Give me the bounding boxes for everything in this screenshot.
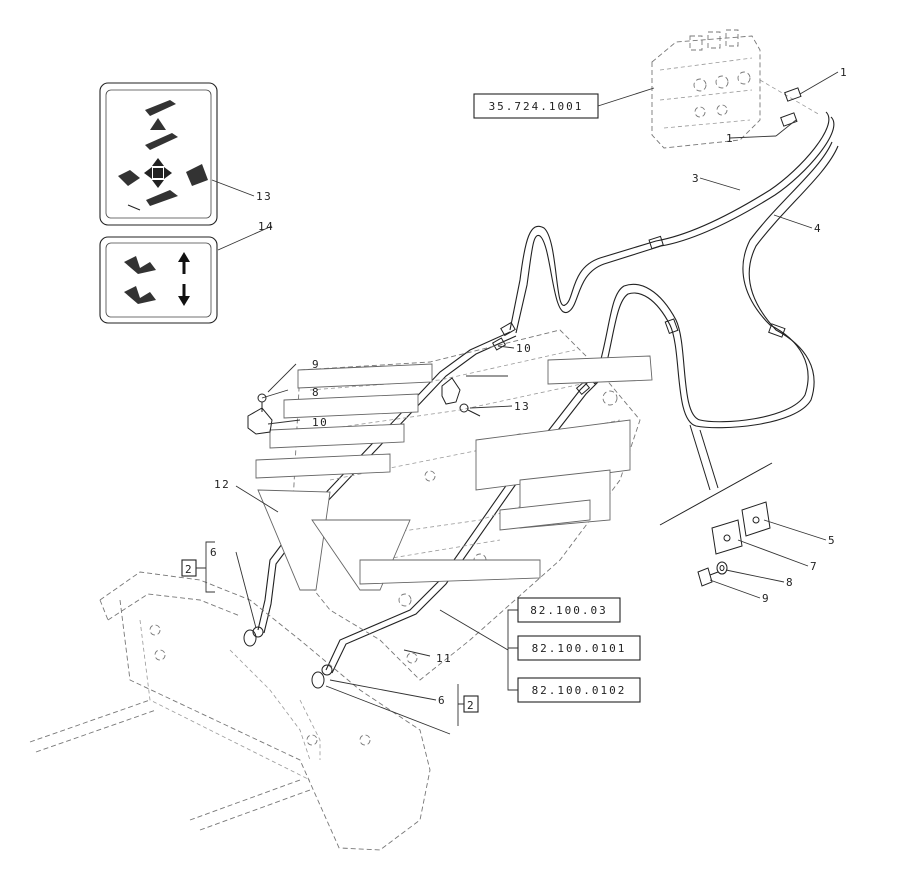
callout-6-right: 6: [438, 694, 446, 707]
callout-14: 14: [258, 220, 274, 233]
callout-8-right: 8: [786, 576, 794, 589]
reference-box-c[interactable]: 82.100.0102: [517, 677, 641, 703]
quick-coupler-right: [311, 664, 333, 689]
reference-b-text: 82.100.0101: [532, 642, 627, 655]
clamp-plate-7: [711, 519, 743, 555]
clamp-plate-5: [741, 501, 771, 537]
callout-8-left: 8: [312, 386, 320, 399]
hose-3: [509, 111, 835, 334]
callout-9-left: 9: [312, 358, 320, 371]
washer-8: [716, 561, 728, 575]
callout-1-upper: 1: [840, 66, 848, 79]
clamp-bracket-right: [441, 377, 481, 417]
callout-1-lower: 1: [726, 132, 734, 145]
reference-bracket: [439, 609, 518, 691]
callout-11: 11: [436, 652, 452, 665]
callout-13-decal: 13: [256, 190, 272, 203]
callout-7: 7: [810, 560, 818, 573]
callout-12: 12: [214, 478, 230, 491]
callout-10-lower: 10: [312, 416, 328, 429]
bucket-outline: [29, 571, 431, 851]
callout-9-right: 9: [762, 592, 770, 605]
fitting-1-upper: [784, 87, 802, 102]
callout-box-2-right[interactable]: 2: [463, 695, 479, 713]
clip-panels: [255, 355, 653, 591]
callout-5: 5: [828, 534, 836, 547]
bracket-2-right: [457, 684, 464, 726]
callout-3: 3: [692, 172, 700, 185]
decal-13-icon: [99, 82, 218, 226]
reference-c-text: 82.100.0102: [532, 684, 627, 697]
section-break-line: [659, 424, 773, 526]
valve-reference-text: 35.724.1001: [489, 100, 584, 113]
decal-14-icon: [99, 236, 218, 324]
hose-4: [597, 141, 839, 429]
valve-reference-box[interactable]: 35.724.1001: [473, 93, 599, 119]
callout-2-left: 2: [185, 563, 193, 576]
callout-2-right: 2: [467, 699, 475, 712]
callout-10-upper: 10: [516, 342, 532, 355]
clamp-bracket-left: [247, 393, 273, 435]
callout-4: 4: [814, 222, 822, 235]
callout-box-2-left[interactable]: 2: [181, 559, 197, 577]
leader-lines: [211, 71, 839, 735]
reference-box-a[interactable]: 82.100.03: [517, 597, 621, 623]
reference-box-b[interactable]: 82.100.0101: [517, 635, 641, 661]
bracket-2-left: [196, 541, 215, 593]
bolt-9: [697, 567, 719, 587]
fitting-1-lower: [780, 112, 798, 127]
reference-a-text: 82.100.03: [530, 604, 608, 617]
callout-13-arm: 13: [514, 400, 530, 413]
quick-coupler-left: [243, 626, 264, 647]
control-valve-icon: [651, 29, 821, 149]
callout-6-left: 6: [210, 546, 218, 559]
